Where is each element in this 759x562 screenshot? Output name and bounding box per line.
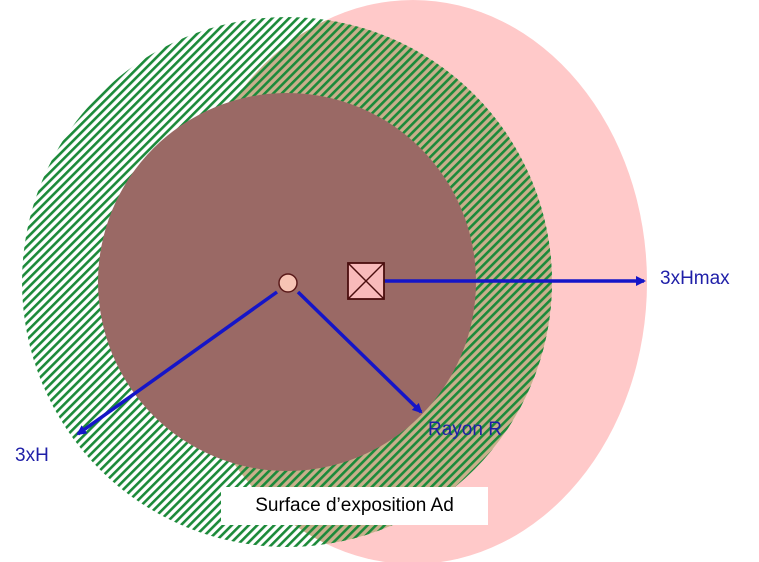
crossed-box-icon xyxy=(347,262,385,300)
label-rayon-r: Rayon R xyxy=(428,419,502,440)
label-surface-exposition: Surface d’exposition Ad xyxy=(221,487,488,525)
arrow-rayon-r xyxy=(296,290,423,414)
label-3xhmax: 3xHmax xyxy=(660,268,730,289)
arrow-3xh xyxy=(76,290,279,436)
center-point-icon xyxy=(278,273,298,293)
label-3xh: 3xH xyxy=(15,445,49,466)
